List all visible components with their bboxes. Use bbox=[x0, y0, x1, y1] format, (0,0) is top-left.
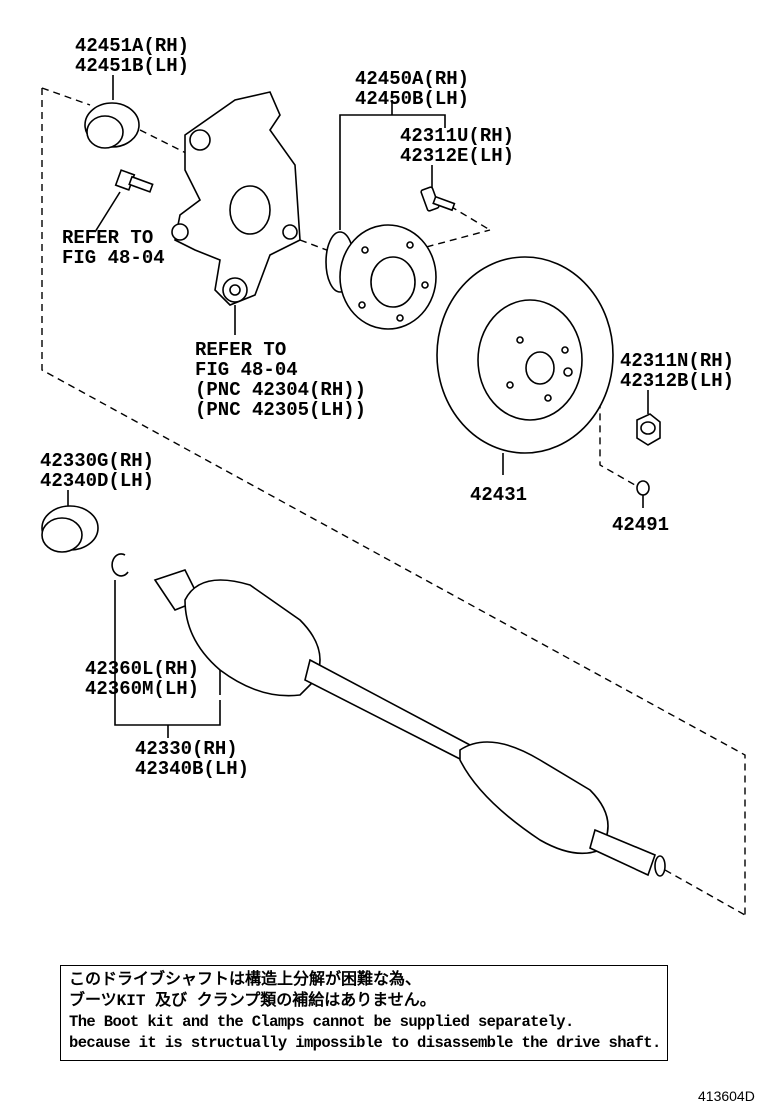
label-hub-bolt-lh: 42312E(LH) bbox=[400, 145, 514, 167]
figure-id: 413604D bbox=[698, 1088, 755, 1104]
label-bearing-lh: 42451B(LH) bbox=[75, 55, 189, 77]
assembly-frame bbox=[41, 87, 746, 916]
label-disc: 42431 bbox=[470, 484, 527, 506]
label-snap-ring-rh: 42360L(RH) bbox=[85, 658, 199, 680]
label-seal-lh: 42340D(LH) bbox=[40, 470, 154, 492]
label-knuckle-fig[interactable]: FIG 48-04 bbox=[195, 359, 298, 381]
hub-bearing-part[interactable] bbox=[325, 224, 437, 330]
leader-line bbox=[339, 100, 446, 230]
notice-jp-line-2: ブーツKIT 及び クランプ類の補給はありません。 bbox=[69, 992, 436, 1010]
label-hub-rh: 42450A(RH) bbox=[355, 68, 469, 90]
knuckle-bolt-part[interactable] bbox=[114, 169, 154, 193]
label-snap-ring-lh: 42360M(LH) bbox=[85, 678, 199, 700]
label-bearing-rh: 42451A(RH) bbox=[75, 35, 189, 57]
notice-jp-line-1: このドライブシャフトは構造上分解が困難な為、 bbox=[69, 971, 422, 989]
label-shaft-rh: 42330(RH) bbox=[135, 738, 238, 760]
label-bolt-fig[interactable]: FIG 48-04 bbox=[62, 247, 165, 269]
label-bolt-refer[interactable]: REFER TO bbox=[62, 227, 153, 249]
label-cap: 42491 bbox=[612, 514, 669, 536]
snap-ring-part[interactable] bbox=[111, 553, 129, 577]
label-knuckle-pnc-rh: (PNC 42304(RH)) bbox=[195, 379, 366, 401]
label-hub-lh: 42450B(LH) bbox=[355, 88, 469, 110]
label-nut-rh: 42311N(RH) bbox=[620, 350, 734, 372]
hub-nut-part[interactable] bbox=[636, 413, 661, 446]
label-knuckle-pnc-lh: (PNC 42305(LH)) bbox=[195, 399, 366, 421]
leader-line bbox=[94, 191, 121, 233]
notice-en-line-2: because it is structually impossible to … bbox=[69, 1034, 661, 1052]
label-knuckle-refer[interactable]: REFER TO bbox=[195, 339, 286, 361]
label-hub-bolt-rh: 42311U(RH) bbox=[400, 125, 514, 147]
oil-seal-part[interactable] bbox=[41, 505, 99, 553]
label-shaft-lh: 42340B(LH) bbox=[135, 758, 249, 780]
steering-knuckle-part[interactable] bbox=[171, 91, 301, 306]
hub-bolt-part[interactable] bbox=[420, 186, 456, 212]
leader-line bbox=[114, 580, 221, 738]
label-nut-lh: 42312B(LH) bbox=[620, 370, 734, 392]
hub-cap-part[interactable] bbox=[636, 480, 650, 496]
bearing-part[interactable] bbox=[84, 102, 140, 149]
brake-disc-part[interactable] bbox=[436, 256, 614, 454]
notice-en-line-1: The Boot kit and the Clamps cannot be su… bbox=[69, 1013, 574, 1031]
notice-box: このドライブシャフトは構造上分解が困難な為、 ブーツKIT 及び クランプ類の補… bbox=[60, 965, 668, 1061]
drive-shaft-part[interactable] bbox=[153, 569, 666, 877]
label-seal-rh: 42330G(RH) bbox=[40, 450, 154, 472]
